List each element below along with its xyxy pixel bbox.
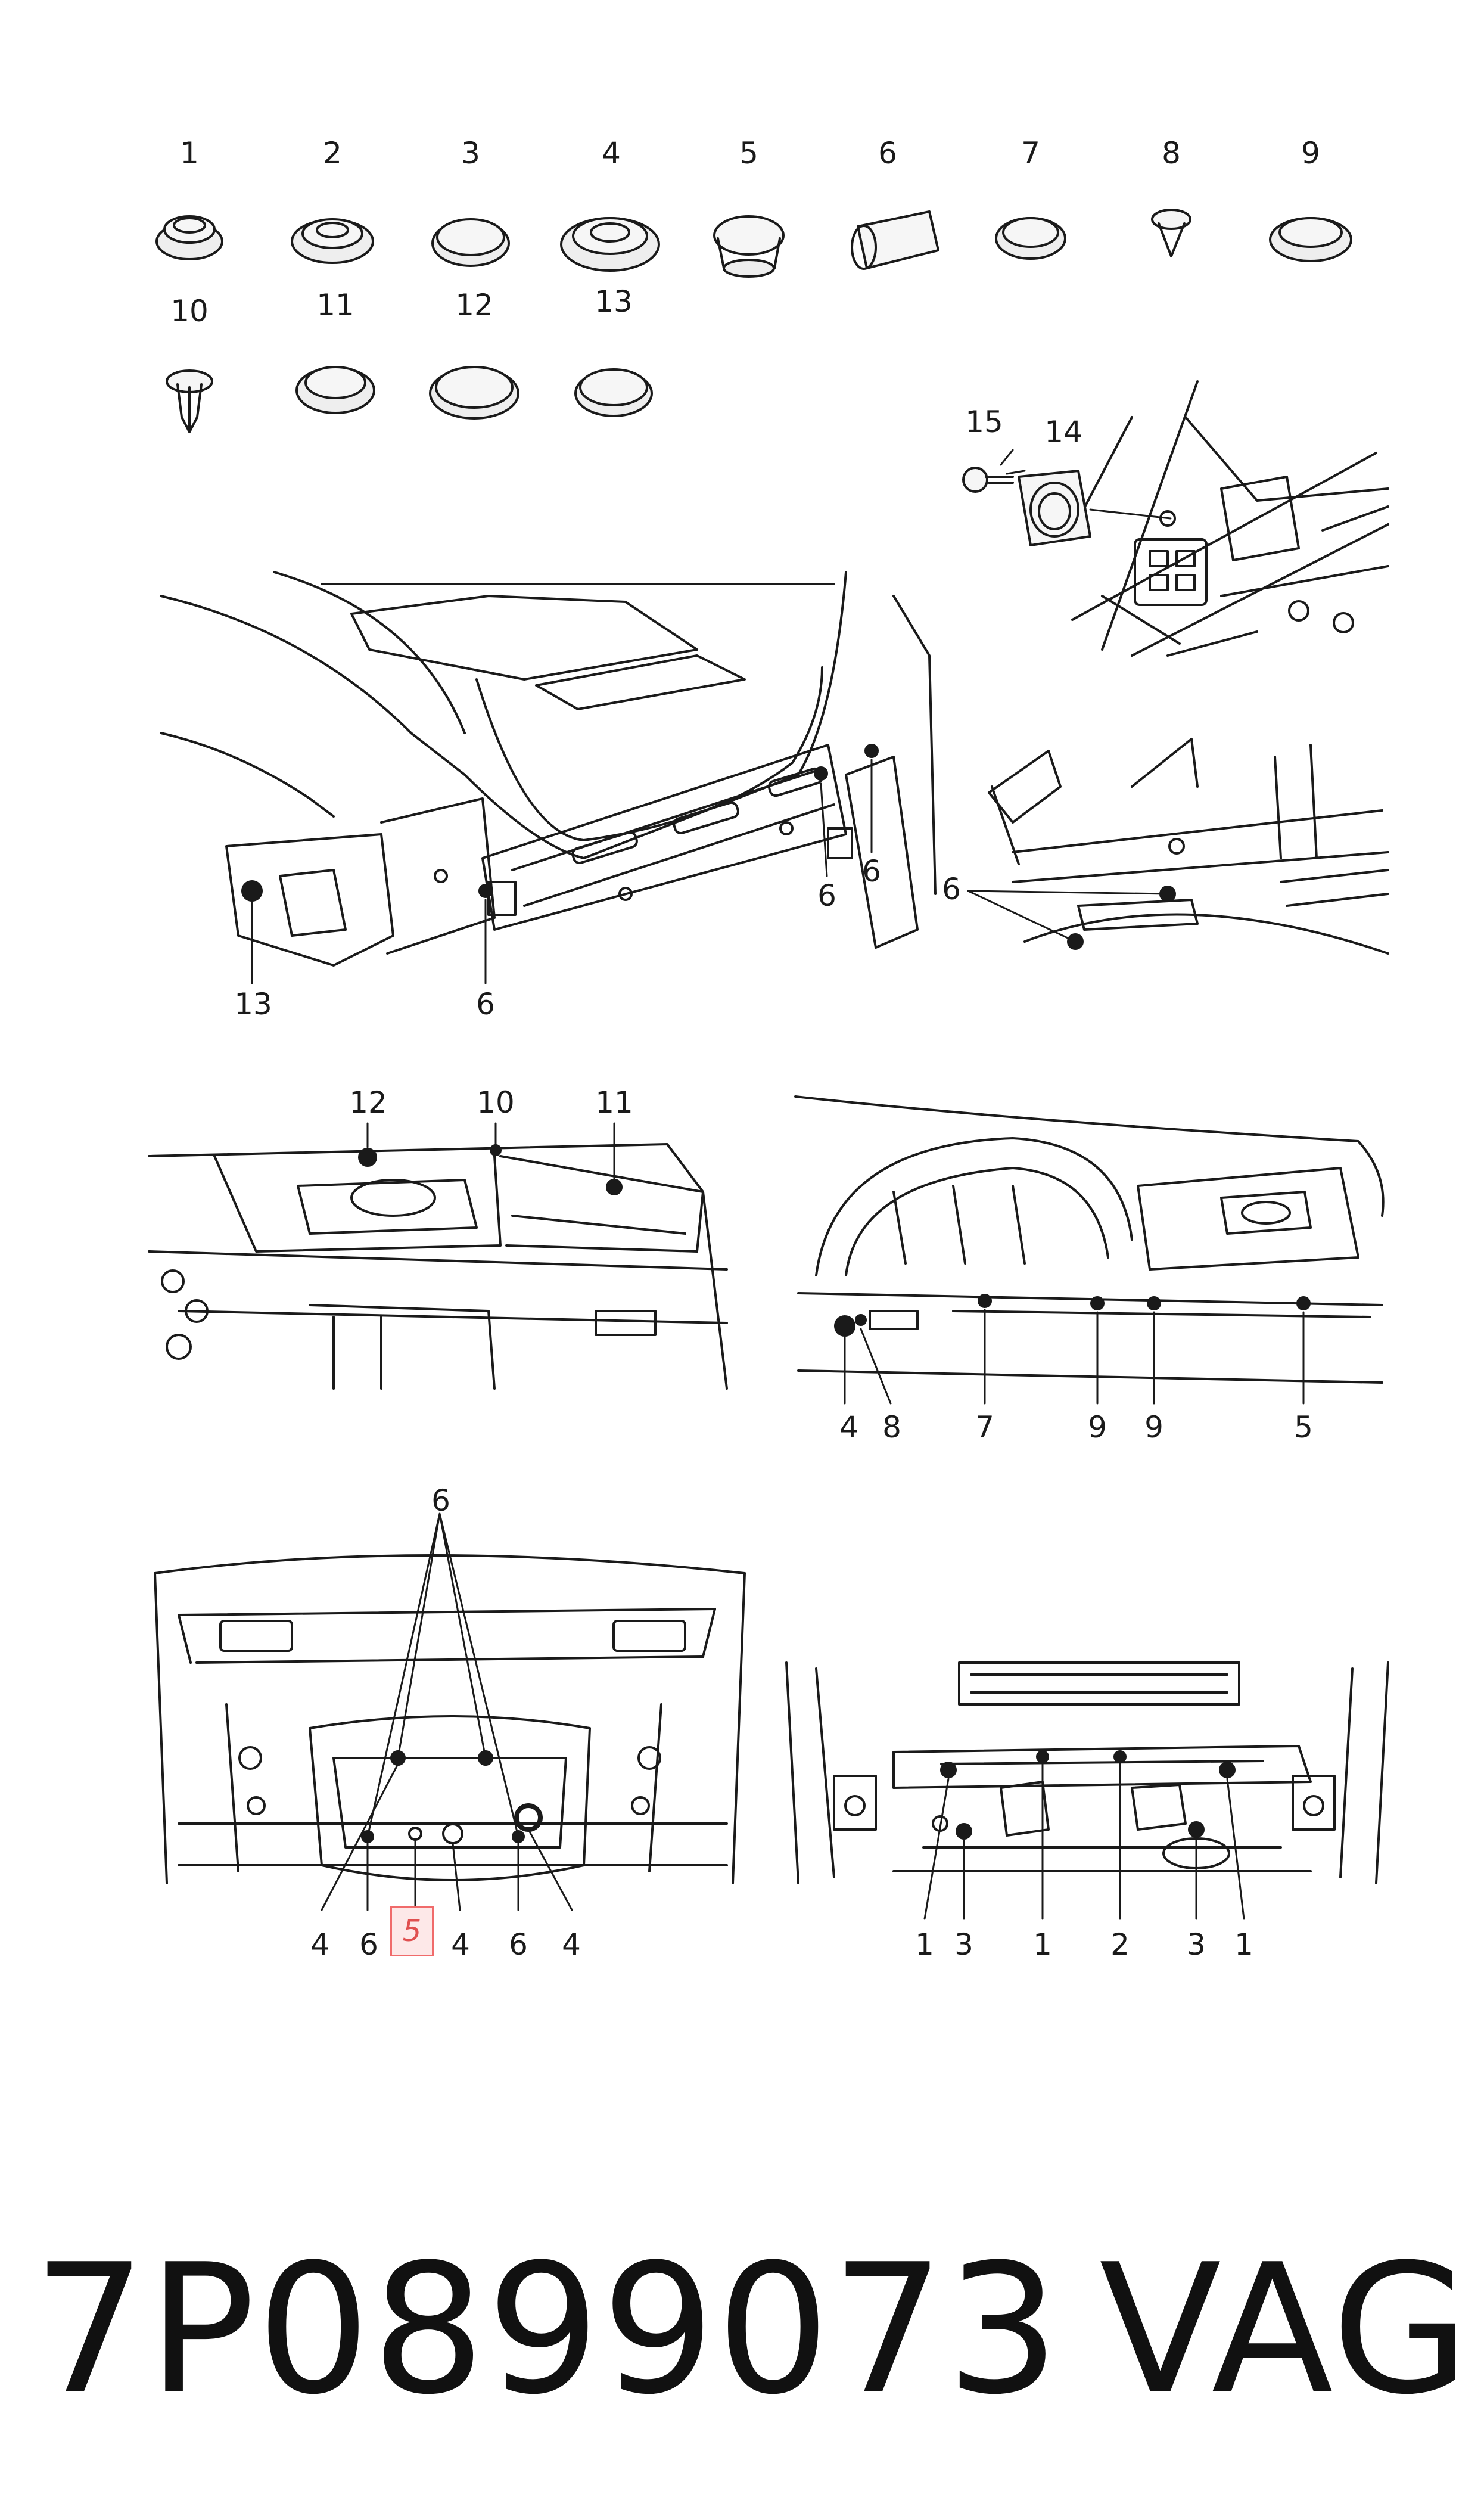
callout-6-b1: 6	[476, 987, 495, 1021]
callout-1-g1: 1	[915, 1927, 934, 1962]
callout-3-g2: 3	[1187, 1927, 1206, 1962]
plug-icon-11	[295, 366, 375, 414]
highlighted-callout-5-label: 5	[402, 1914, 422, 1948]
plug-icon-1	[155, 215, 223, 260]
plug-icon-9	[1269, 217, 1352, 262]
callout-6-f1: 6	[359, 1927, 378, 1962]
callout-5-e: 5	[1294, 1410, 1313, 1445]
callout-6-b3: 6	[862, 854, 881, 889]
panel-cover-plate	[962, 380, 1389, 657]
panel-floor-detail	[967, 738, 1389, 955]
part-label-10: 10	[170, 294, 209, 328]
plug-icon-5	[713, 215, 785, 278]
callout-7-e: 7	[975, 1410, 994, 1445]
part-label-15: 15	[965, 405, 1003, 439]
part-label-7: 7	[1021, 136, 1040, 170]
callout-1-g2: 1	[1033, 1927, 1052, 1962]
panel-underbody-front	[785, 1661, 1389, 1920]
callout-3-g1: 3	[954, 1927, 973, 1962]
callout-10: 10	[477, 1085, 515, 1120]
callout-9-e2: 9	[1144, 1410, 1163, 1445]
tape-roll-icon-6	[851, 210, 939, 270]
part-label-14: 14	[1044, 415, 1082, 449]
panel-trunk-floor	[148, 1122, 728, 1390]
part-label-13: 13	[595, 284, 633, 319]
part-label-9: 9	[1301, 136, 1320, 170]
highlighted-callout-5[interactable]: 5	[390, 1906, 434, 1956]
callout-4-f3: 4	[562, 1927, 581, 1962]
panel-rear-body	[160, 571, 937, 984]
callout-12: 12	[349, 1085, 387, 1120]
callout-11: 11	[595, 1085, 633, 1120]
callout-4-f2: 4	[451, 1927, 470, 1962]
callout-4-f1: 4	[310, 1927, 329, 1962]
part-label-11: 11	[316, 288, 354, 322]
callout-6-b2: 6	[817, 878, 836, 913]
part-label-8: 8	[1162, 136, 1181, 170]
plug-icon-7	[995, 217, 1066, 260]
callout-6-c: 6	[942, 872, 961, 906]
part-label-2: 2	[323, 136, 342, 170]
callout-4-e: 4	[839, 1410, 858, 1445]
part-label-4: 4	[602, 136, 621, 170]
brand-name: VAG	[1099, 2226, 1471, 2434]
expanding-rivet-icon-10	[166, 369, 213, 433]
part-label-5: 5	[739, 136, 758, 170]
clip-icon-8	[1151, 209, 1191, 257]
plug-icon-4	[560, 217, 660, 272]
plug-icon-2	[291, 218, 374, 264]
plug-icon-13	[574, 368, 653, 417]
part-label-12: 12	[455, 288, 493, 322]
callout-13: 13	[234, 987, 272, 1021]
callout-6-f-top: 6	[431, 1483, 450, 1518]
callout-2-g: 2	[1110, 1927, 1130, 1962]
part-label-3: 3	[461, 136, 480, 170]
part-label-6: 6	[878, 136, 897, 170]
callout-9-e1: 9	[1088, 1410, 1107, 1445]
callout-8-e: 8	[882, 1410, 901, 1445]
callout-6-f2: 6	[509, 1927, 528, 1962]
part-number: 7P0899073	[33, 2226, 1061, 2434]
plug-icon-3	[431, 218, 510, 267]
panel-wheel-arch	[794, 1095, 1385, 1405]
part-label-1: 1	[180, 136, 199, 170]
panel-underbody-rear	[154, 1512, 746, 1911]
callout-1-g3: 1	[1234, 1927, 1253, 1962]
plug-icon-12	[429, 366, 519, 420]
